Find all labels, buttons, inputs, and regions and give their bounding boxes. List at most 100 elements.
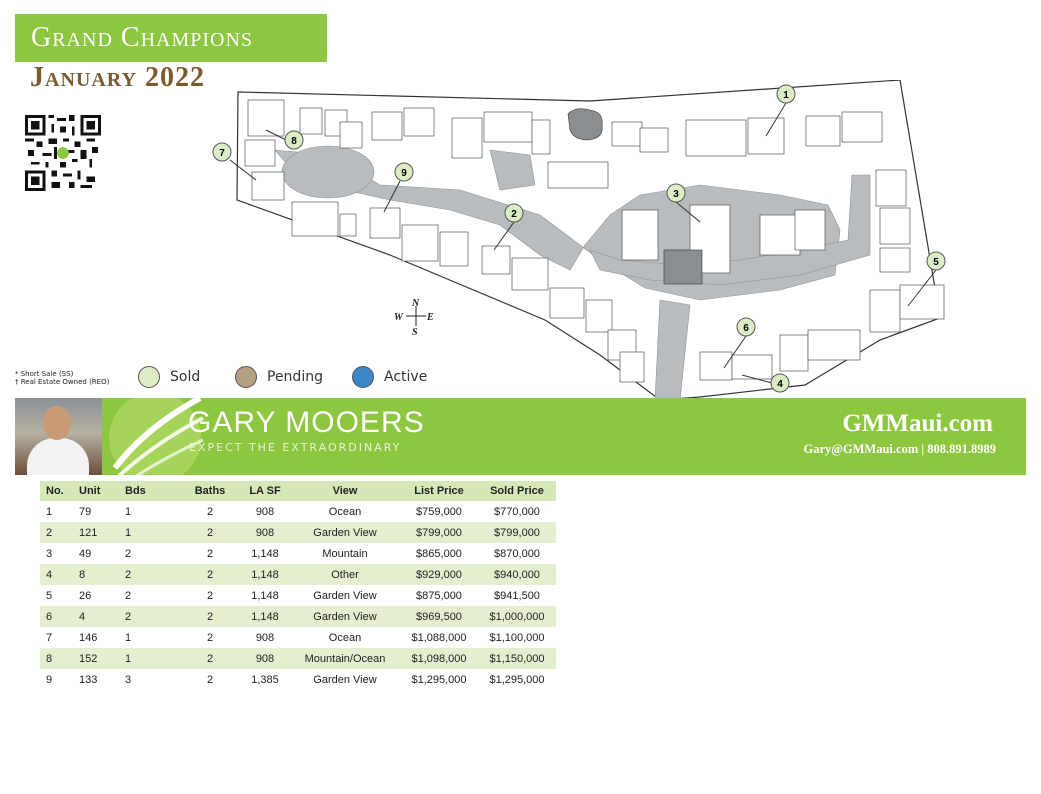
cell-no: 7 <box>46 631 53 644</box>
table-header-row: No. Unit Bds Baths LA SF View List Price… <box>40 481 556 501</box>
cell-view: Mountain <box>322 547 368 560</box>
cell-baths: 2 <box>180 648 240 669</box>
col-list-price: List Price <box>400 481 478 501</box>
cell-list-price: $969,500 <box>400 606 478 627</box>
cell-unit: 152 <box>79 648 125 669</box>
cell-sold-price: $799,000 <box>478 522 556 543</box>
svg-text:4: 4 <box>777 379 783 390</box>
cell-list-price: $929,000 <box>400 564 478 585</box>
cell-baths: 2 <box>180 606 240 627</box>
sales-table: No. Unit Bds Baths LA SF View List Price… <box>40 481 556 690</box>
property-boundary <box>236 80 941 400</box>
marker-6[interactable]: 6 <box>723 317 756 369</box>
marker-5[interactable]: 5 <box>907 251 946 307</box>
page-subtitle: January 2022 <box>30 62 205 93</box>
svg-text:3: 3 <box>673 189 679 200</box>
marker-9[interactable]: 9 <box>383 162 414 213</box>
svg-text:9: 9 <box>401 168 407 179</box>
website-link[interactable]: GMMaui.com <box>842 410 993 437</box>
cell-baths: 2 <box>206 589 214 602</box>
cell-unit: 8 <box>79 564 125 585</box>
compass-north: N <box>411 298 420 309</box>
svg-text:8: 8 <box>291 136 297 147</box>
cell-sold-price: $1,295,000 <box>489 673 545 686</box>
cell-la-sf: 908 <box>240 648 290 669</box>
note-reo: † Real Estate Owned (REO) <box>15 378 110 386</box>
col-la-sf: LA SF <box>240 481 290 501</box>
cell-bds: 1 <box>125 648 180 669</box>
cell-la-sf: 908 <box>255 505 275 518</box>
cell-no: 5 <box>46 589 53 602</box>
cell-view: Ocean <box>328 631 362 644</box>
cell-bds: 1 <box>125 505 132 518</box>
svg-text:6: 6 <box>743 323 749 334</box>
swoosh-logo-icon <box>109 398 204 475</box>
col-view: View <box>290 481 400 501</box>
community-site-map: N S E W 1 2 3 4 5 6 7 8 9 <box>212 80 946 400</box>
col-baths: Baths <box>180 481 240 501</box>
cell-bds: 1 <box>125 631 132 644</box>
cell-unit: 79 <box>79 505 92 518</box>
cell-sold-price: $941,500 <box>494 589 540 602</box>
cell-sold-price: $1,000,000 <box>478 606 556 627</box>
svg-text:5: 5 <box>933 257 939 268</box>
cell-unit: 133 <box>79 673 98 686</box>
cell-la-sf: 1,148 <box>251 589 279 602</box>
legend-sold: Sold <box>138 366 200 388</box>
col-sold-price: Sold Price <box>478 481 556 501</box>
cell-no: 6 <box>40 606 79 627</box>
svg-text:1: 1 <box>783 90 789 101</box>
marker-7[interactable]: 7 <box>212 142 257 181</box>
cell-la-sf: 1,148 <box>251 547 279 560</box>
cell-view: Mountain/Ocean <box>290 648 400 669</box>
cell-la-sf: 1,385 <box>251 673 279 686</box>
cell-no: 1 <box>46 505 53 518</box>
cell-no: 3 <box>46 547 53 560</box>
svg-text:2: 2 <box>511 209 517 220</box>
legend-pending-label: Pending <box>267 369 323 385</box>
cell-sold-price: $1,100,000 <box>489 631 545 644</box>
marker-8[interactable]: 8 <box>265 129 304 150</box>
cell-unit: 4 <box>79 606 125 627</box>
pending-dot-icon <box>235 366 257 388</box>
cell-baths: 2 <box>206 631 214 644</box>
cell-no: 2 <box>40 522 79 543</box>
cell-la-sf: 908 <box>240 522 290 543</box>
marker-2[interactable]: 2 <box>493 203 524 251</box>
svg-text:7: 7 <box>219 148 225 159</box>
cell-la-sf: 908 <box>255 631 275 644</box>
cell-sold-price: $770,000 <box>494 505 540 518</box>
compass: N S E W <box>394 298 434 338</box>
cell-list-price: $799,000 <box>400 522 478 543</box>
cell-list-price: $1,295,000 <box>411 673 467 686</box>
cell-no: 8 <box>40 648 79 669</box>
marker-3[interactable]: 3 <box>666 183 701 223</box>
cell-view: Garden View <box>290 606 400 627</box>
legend-sold-label: Sold <box>170 369 201 385</box>
marker-4[interactable]: 4 <box>741 373 790 393</box>
cell-view: Garden View <box>313 589 377 602</box>
brand-tagline: EXPECT THE EXTRAORDINARY <box>189 441 402 454</box>
cell-list-price: $865,000 <box>416 547 462 560</box>
cell-view: Other <box>290 564 400 585</box>
active-dot-icon <box>352 366 374 388</box>
cell-baths: 2 <box>206 673 214 686</box>
contact-info[interactable]: Gary@GMMaui.com | 808.891.8989 <box>803 442 996 456</box>
marker-1[interactable]: 1 <box>765 84 796 137</box>
cell-sold-price: $940,000 <box>478 564 556 585</box>
col-bds: Bds <box>125 481 180 501</box>
col-no: No. <box>40 481 79 501</box>
cell-bds: 2 <box>125 564 180 585</box>
qr-code-icon <box>25 115 101 191</box>
water-features <box>567 108 703 285</box>
cell-baths: 2 <box>206 547 214 560</box>
legend-notes: * Short Sale (SS) † Real Estate Owned (R… <box>15 370 109 386</box>
cell-view: Garden View <box>290 522 400 543</box>
